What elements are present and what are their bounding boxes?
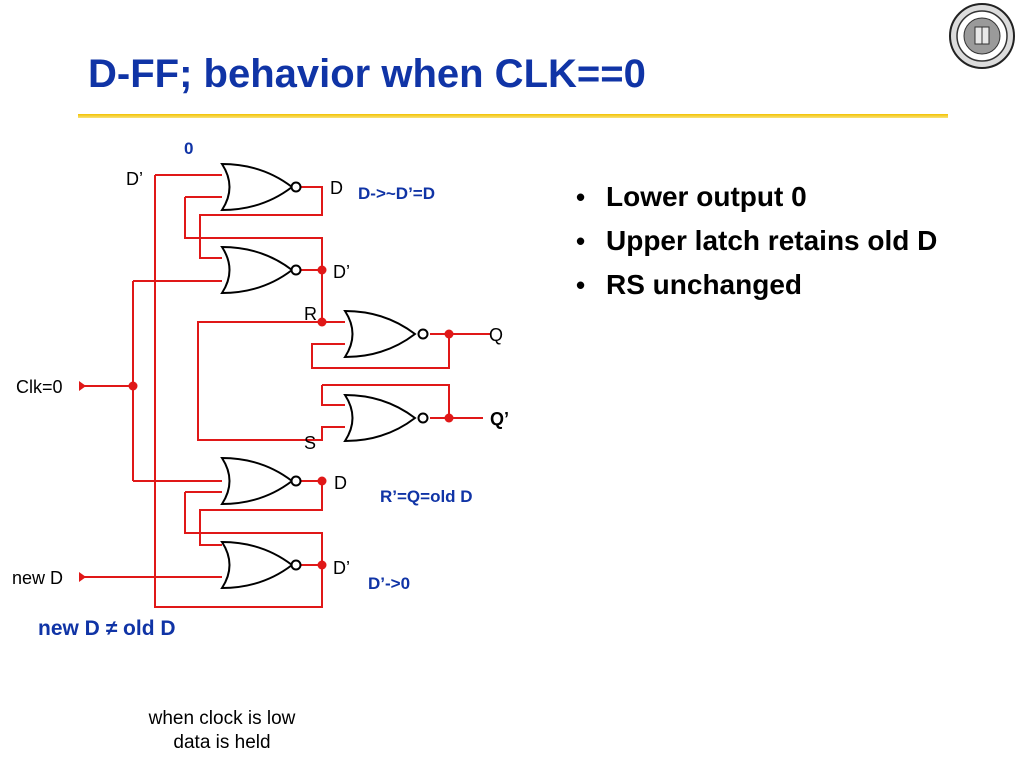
nor-gate-rs-bottom	[344, 394, 429, 442]
title-underline	[78, 114, 948, 118]
label-clk: Clk=0	[16, 377, 63, 397]
condition-suffix: old D	[117, 617, 176, 640]
bullet-list: •Lower output 0 •Upper latch retains old…	[576, 180, 956, 312]
label-d-lower: D	[334, 473, 347, 493]
caption-line-2: data is held	[173, 732, 271, 753]
bullet-text: Lower output 0	[606, 181, 807, 212]
condition-prefix: new D	[38, 617, 106, 640]
nor-gate-rs-top	[344, 310, 429, 358]
label-new-d: new D	[12, 568, 63, 588]
top-input-value: 0	[184, 139, 193, 158]
bullet-item: •Upper latch retains old D	[576, 225, 938, 256]
label-q: Q	[489, 325, 503, 345]
label-d-prime-top-left: D’	[126, 169, 143, 189]
label-d-prime-bottom: D’	[333, 558, 350, 578]
nor-gate-lower-master	[221, 457, 302, 505]
bullet-item: •Lower output 0	[576, 181, 807, 212]
nor-gate-upper-slave	[221, 246, 302, 294]
label-r: R	[304, 304, 317, 324]
nor-gate-upper-master	[221, 163, 302, 211]
annotation-rs-state: R’=Q=old D	[380, 487, 473, 506]
nor-gate-lower-slave	[221, 541, 302, 589]
label-q-prime: Q’	[490, 409, 509, 429]
condition-note: new D ≠ old D	[38, 617, 176, 641]
caption: when clock is low data is held	[108, 707, 336, 755]
caption-line-1: when clock is low	[148, 708, 296, 729]
logic-gates	[221, 163, 429, 589]
university-seal-icon	[949, 3, 1015, 69]
annotation-lower-latch: D’->0	[368, 574, 410, 593]
annotation-upper-latch: D->~D’=D	[358, 184, 435, 203]
bullet-text: RS unchanged	[606, 269, 803, 300]
bullet-item: •RS unchanged	[576, 269, 803, 300]
not-equal-symbol: ≠	[105, 617, 118, 640]
label-d-prime-upper-mid: D’	[333, 262, 350, 282]
bullet-text: Upper latch retains old D	[606, 225, 938, 256]
circuit-wires	[79, 174, 490, 608]
label-s: S	[304, 433, 316, 453]
slide-title: D-FF; behavior when CLK==0	[88, 52, 646, 96]
label-d-top: D	[330, 178, 343, 198]
wire-junctions	[79, 265, 454, 582]
